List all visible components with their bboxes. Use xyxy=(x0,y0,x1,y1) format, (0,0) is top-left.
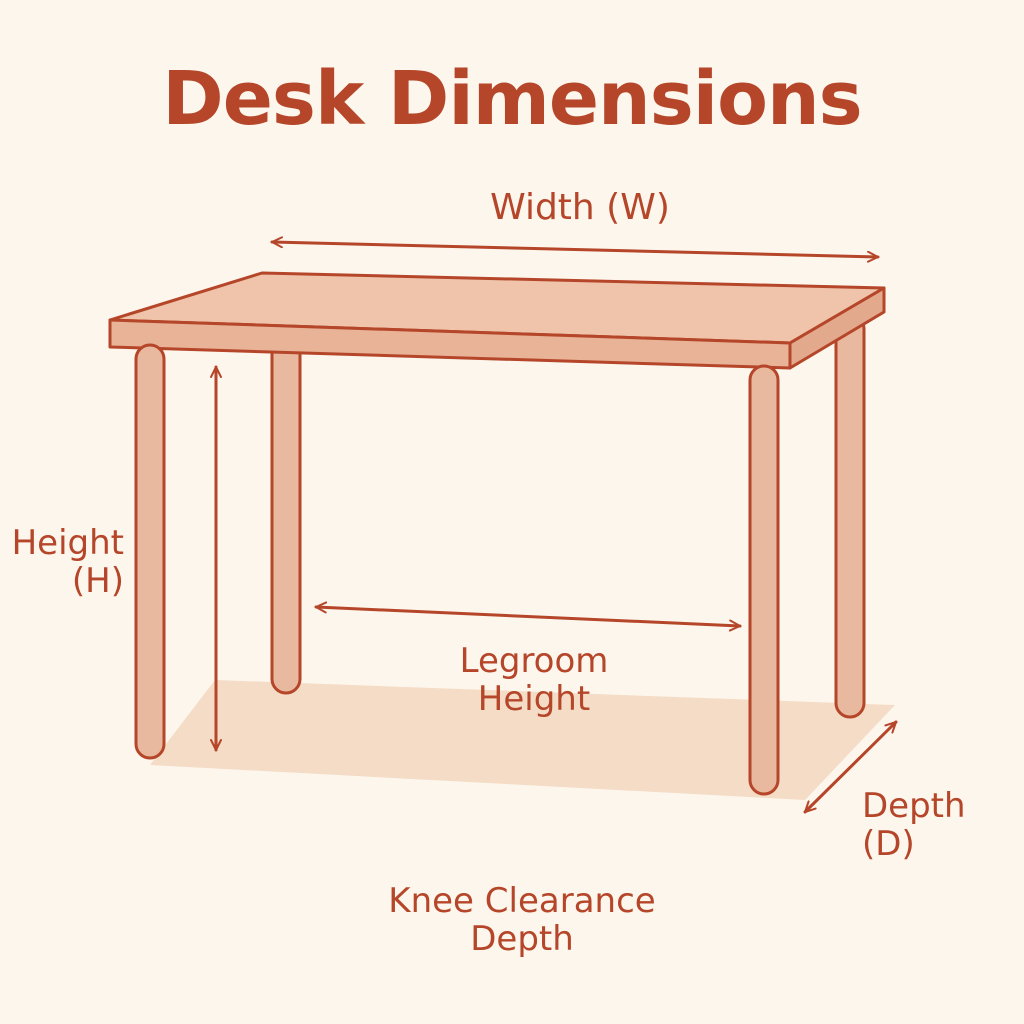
depth-label: Depth (D) xyxy=(862,787,1002,863)
depth-label-line-1: Depth xyxy=(862,786,966,826)
front-right-leg xyxy=(748,364,780,796)
knee-label-line-2: Depth xyxy=(470,919,574,960)
legroom-height-label: Legroom Height xyxy=(434,642,634,718)
depth-label-line-2: (D) xyxy=(862,824,915,865)
legroom-label-line-2: Height xyxy=(477,679,591,720)
height-label-line-2: (H) xyxy=(71,561,124,602)
knee-clearance-depth-label: Knee Clearance Depth xyxy=(352,882,692,958)
height-label: Height (H) xyxy=(0,524,124,600)
tabletop-side-edge xyxy=(788,286,886,370)
page-title: Desk Dimensions xyxy=(162,56,862,142)
legroom-label-line-1: Legroom xyxy=(459,641,609,681)
back-left-leg xyxy=(270,333,302,695)
back-right-leg xyxy=(834,313,866,719)
legroom-arrow xyxy=(314,601,742,632)
width-label: Width (W) xyxy=(490,187,670,228)
height-label-line-1: Height xyxy=(11,523,124,563)
depth-arrow xyxy=(803,720,898,814)
width-arrow xyxy=(270,236,880,263)
front-left-leg xyxy=(134,343,166,760)
knee-label-line-1: Knee Clearance xyxy=(388,881,656,921)
floor-shadow xyxy=(150,680,895,800)
